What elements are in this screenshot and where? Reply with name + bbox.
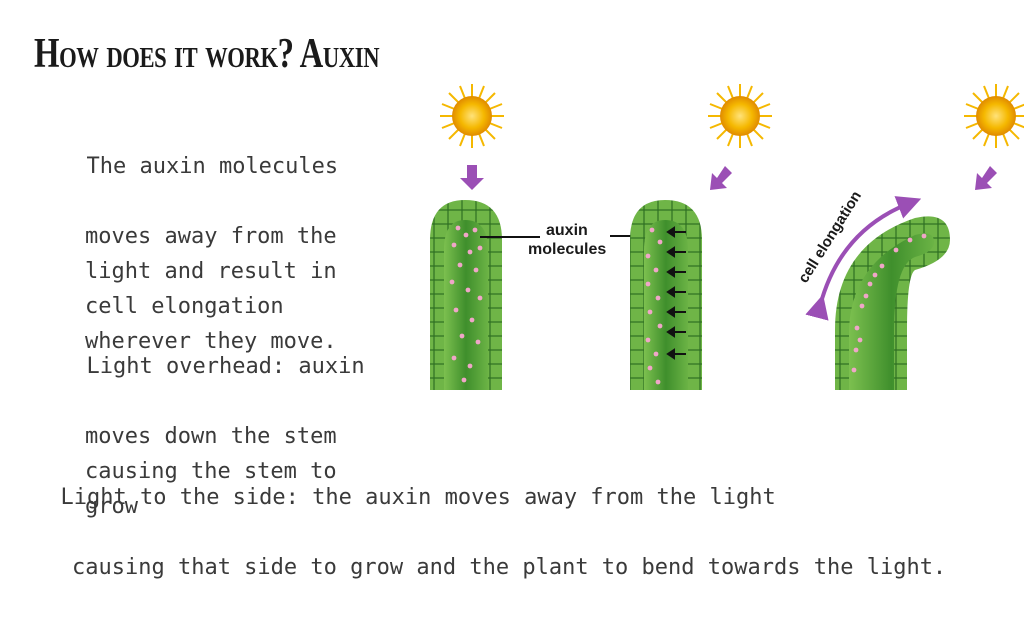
- paragraph-continuation: moves away from the light and result in …: [85, 224, 350, 354]
- light-arrow-icon-1: [460, 165, 484, 190]
- label-auxin: auxin: [546, 222, 588, 239]
- light-arrow-icon-2: [710, 166, 732, 190]
- stem-side-light: [630, 200, 702, 390]
- page-title: How does it work? Auxin: [34, 31, 380, 77]
- paragraph-continuation: moves down the stem causing the stem to …: [85, 424, 350, 519]
- paragraph-line: The auxin molecules: [86, 154, 339, 179]
- light-arrow-icon-3: [975, 166, 997, 190]
- label-molecules: molecules: [528, 241, 606, 258]
- elongation-arrow-icon: [805, 196, 922, 321]
- sun-icon-1: [439, 83, 505, 149]
- paragraph-light-overhead: Light overhead: auxin moves down the ste…: [60, 314, 390, 559]
- phototropism-diagram: auxin molecules: [430, 83, 1024, 390]
- paragraph-line: Light overhead: auxin: [86, 354, 365, 379]
- sun-icon-3: [963, 83, 1024, 149]
- sun-icon-2: [707, 83, 773, 149]
- paragraph-auxin-movement: The auxin molecules moves away from the …: [60, 114, 390, 394]
- paragraph-light-side: Light to the side: the auxin moves away …: [34, 445, 994, 620]
- paragraph-continuation: causing that side to grow and the plant …: [72, 555, 947, 580]
- paragraph-line: Light to the side: the auxin moves away …: [60, 485, 776, 510]
- stem-straight: [430, 200, 502, 390]
